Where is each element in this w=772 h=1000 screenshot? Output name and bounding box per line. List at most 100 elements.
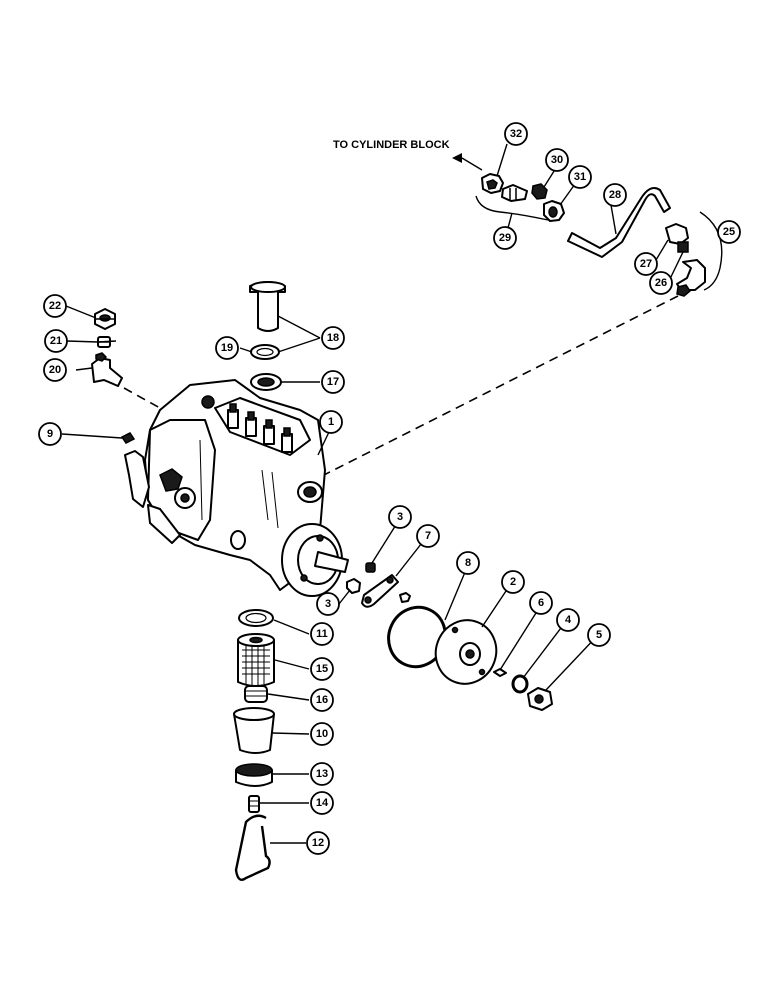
callout-19: 19 bbox=[215, 336, 239, 360]
part-6-key bbox=[493, 668, 507, 677]
callout-14: 14 bbox=[310, 791, 334, 815]
callout-number: 2 bbox=[510, 576, 516, 588]
part-28-pipe bbox=[567, 187, 671, 258]
part-32-banjo-bolt bbox=[481, 173, 504, 194]
to-cylinder-block-label: TO CYLINDER BLOCK bbox=[333, 139, 450, 151]
callout-number: 28 bbox=[609, 189, 621, 201]
callout-2: 2 bbox=[501, 570, 525, 594]
callout-number: 4 bbox=[565, 614, 572, 626]
bracket-25 bbox=[699, 211, 723, 291]
part-5-nut bbox=[527, 687, 553, 711]
callout-5: 5 bbox=[587, 623, 611, 647]
part-14-bolt bbox=[248, 795, 260, 813]
callout-32: 32 bbox=[504, 122, 528, 146]
part-27-nut bbox=[665, 223, 689, 245]
part-3-lower-nut bbox=[346, 578, 361, 594]
part-19-seal-ring bbox=[250, 344, 280, 360]
part-4-washer bbox=[511, 674, 529, 694]
bracket-29 bbox=[475, 195, 549, 221]
callout-number: 15 bbox=[316, 663, 328, 675]
callout-number: 31 bbox=[574, 171, 586, 183]
part-25-elbow bbox=[676, 259, 706, 297]
callout-13: 13 bbox=[310, 762, 334, 786]
callout-29: 29 bbox=[493, 226, 517, 250]
fuel-line-dash bbox=[317, 295, 679, 479]
callout-22: 22 bbox=[43, 294, 67, 318]
callout-28: 28 bbox=[603, 183, 627, 207]
callout-30: 30 bbox=[545, 148, 569, 172]
part-15-filter-element bbox=[237, 633, 275, 687]
callout-12: 12 bbox=[306, 831, 330, 855]
arrow-shaft bbox=[461, 157, 483, 171]
leader-lines bbox=[61, 143, 725, 844]
callout-8: 8 bbox=[456, 551, 480, 575]
callout-27: 27 bbox=[634, 252, 658, 276]
part-30-washer bbox=[531, 183, 548, 200]
callout-number: 12 bbox=[312, 837, 324, 849]
callout-number: 21 bbox=[50, 335, 62, 347]
callout-number: 3 bbox=[397, 511, 403, 523]
part-20-elbow-fitting bbox=[91, 352, 123, 387]
callout-number: 10 bbox=[316, 728, 328, 740]
callout-4: 4 bbox=[556, 608, 580, 632]
callout-number: 18 bbox=[327, 332, 339, 344]
callout-10: 10 bbox=[310, 722, 334, 746]
part-26-small-nut bbox=[677, 241, 689, 253]
part-17-seal bbox=[250, 373, 282, 391]
part-7-bolt bbox=[399, 592, 411, 603]
callout-number: 22 bbox=[49, 300, 61, 312]
callout-number: 13 bbox=[316, 768, 328, 780]
part-3-upper-nut bbox=[365, 562, 376, 573]
callout-number: 16 bbox=[316, 694, 328, 706]
callout-7: 7 bbox=[416, 524, 440, 548]
callout-number: 27 bbox=[640, 258, 652, 270]
callout-25: 25 bbox=[717, 220, 741, 244]
callout-number: 17 bbox=[327, 376, 339, 388]
callout-18: 18 bbox=[321, 326, 345, 350]
callout-17: 17 bbox=[321, 370, 345, 394]
callout-16: 16 bbox=[310, 688, 334, 712]
callout-number: 20 bbox=[49, 364, 61, 376]
part-9-screw bbox=[120, 432, 136, 444]
callout-number: 3 bbox=[325, 598, 331, 610]
callout-number: 5 bbox=[596, 629, 602, 641]
callout-number: 1 bbox=[328, 416, 334, 428]
part-29-fitting bbox=[501, 184, 528, 202]
part-1-injection-pump bbox=[124, 379, 349, 597]
callout-6: 6 bbox=[529, 591, 553, 615]
part-11-gasket bbox=[238, 609, 274, 627]
part-7-lever bbox=[361, 574, 399, 608]
callout-20: 20 bbox=[43, 358, 67, 382]
arrow-head-icon bbox=[452, 153, 462, 163]
callout-number: 9 bbox=[47, 428, 53, 440]
callout-number: 14 bbox=[316, 797, 329, 809]
part-10-bowl bbox=[233, 707, 275, 754]
part-18-filter-element bbox=[249, 281, 286, 332]
callout-15: 15 bbox=[310, 657, 334, 681]
callout-number: 25 bbox=[723, 226, 735, 238]
callout-number: 29 bbox=[499, 232, 511, 244]
annotation-to-cylinder-block: TO CYLINDER BLOCK bbox=[333, 139, 483, 171]
callout-number: 7 bbox=[425, 530, 431, 542]
part-31-nut bbox=[543, 200, 565, 222]
delivery-valves bbox=[227, 403, 293, 453]
callout-31: 31 bbox=[568, 165, 592, 189]
callout-21: 21 bbox=[44, 329, 68, 353]
part-12-retaining-clip bbox=[234, 814, 271, 881]
part-2-cover-plate bbox=[434, 619, 498, 685]
callout-3-lower: 3 bbox=[316, 592, 340, 616]
callout-3-upper: 3 bbox=[388, 505, 412, 529]
callout-number: 11 bbox=[316, 628, 328, 640]
part-13-bowl-ring bbox=[235, 763, 273, 787]
callout-number: 6 bbox=[538, 597, 544, 609]
callout-11: 11 bbox=[310, 622, 334, 646]
callout-1: 1 bbox=[319, 410, 343, 434]
callout-number: 32 bbox=[510, 128, 522, 140]
part-16-spring bbox=[244, 685, 268, 703]
callout-number: 26 bbox=[655, 277, 667, 289]
callout-number: 19 bbox=[221, 342, 233, 354]
callout-number: 30 bbox=[551, 154, 563, 166]
callout-9: 9 bbox=[38, 422, 62, 446]
callout-26: 26 bbox=[649, 271, 673, 295]
